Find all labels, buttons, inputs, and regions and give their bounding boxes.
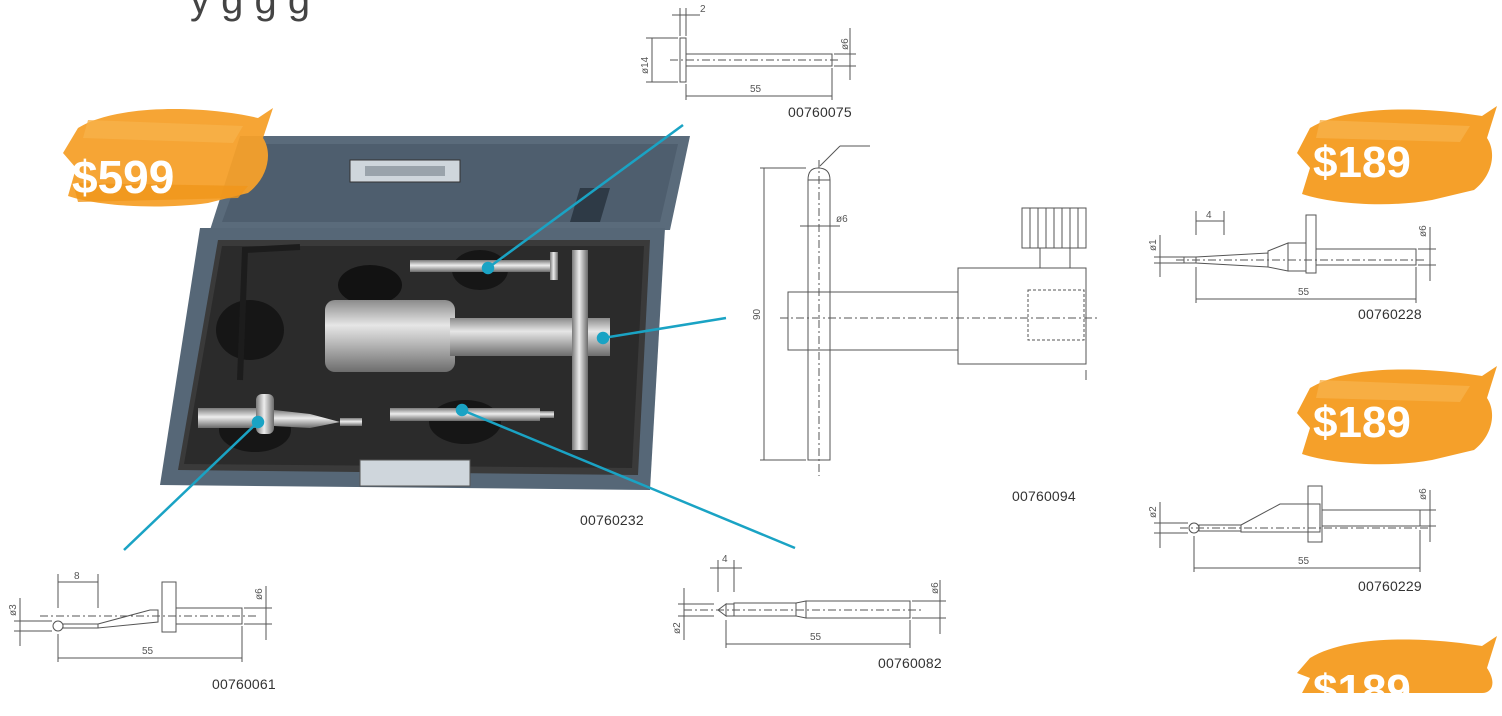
page-title-fragment: y g g g bbox=[190, 0, 311, 22]
part-number: 00760229 bbox=[1358, 578, 1422, 594]
leader-lines bbox=[123, 123, 796, 551]
drawing-00760228: 4 ø1 ø6 55 bbox=[1148, 210, 1436, 303]
dim-d3: ø3 bbox=[8, 604, 19, 616]
price-label: $189 bbox=[1313, 398, 1411, 447]
drawing-00760075: 2 ø14 ø6 55 bbox=[640, 4, 856, 100]
drawing-00760061: 8 ø3 ø6 55 bbox=[8, 571, 272, 662]
drawing-00760229: ø2 ø6 55 bbox=[1148, 485, 1436, 572]
dim-d6: ø6 bbox=[1418, 225, 1429, 237]
dim-4: 4 bbox=[1206, 210, 1212, 221]
dim-d2: ø2 bbox=[1148, 506, 1159, 518]
price-label: $189 bbox=[1313, 666, 1411, 715]
dim-55: 55 bbox=[1298, 556, 1310, 567]
dim-90: 90 bbox=[752, 308, 763, 320]
drawing-00760082: 4 ø2 ø6 55 bbox=[672, 554, 946, 648]
kit-price-label: $599 bbox=[72, 151, 175, 203]
part-number: 00760082 bbox=[878, 655, 942, 671]
dim-55: 55 bbox=[142, 646, 154, 657]
drawing-00760094: ø6 90 bbox=[752, 145, 1098, 476]
part-number: 00760228 bbox=[1358, 306, 1422, 322]
price-badge-brush bbox=[1297, 636, 1497, 693]
part-number: 00760094 bbox=[1012, 488, 1076, 504]
dim-55: 55 bbox=[750, 84, 762, 95]
price-badge-brush bbox=[63, 108, 273, 207]
dim-d6: ø6 bbox=[840, 38, 851, 50]
dim-4: 4 bbox=[722, 554, 728, 565]
price-badge-brush bbox=[1297, 366, 1497, 465]
dim-d1: ø1 bbox=[1148, 239, 1159, 251]
price-badge-brush bbox=[1297, 106, 1497, 205]
dim-2: 2 bbox=[700, 4, 706, 15]
dim-d6: ø6 bbox=[836, 214, 848, 225]
dim-d6: ø6 bbox=[254, 588, 265, 600]
part-number: 00760232 bbox=[580, 512, 644, 528]
part-number: 00760075 bbox=[788, 104, 852, 120]
dim-55: 55 bbox=[810, 632, 822, 643]
dim-55: 55 bbox=[1298, 287, 1310, 298]
dim-d6: ø6 bbox=[930, 582, 941, 594]
dim-d6: ø6 bbox=[1418, 488, 1429, 500]
kit-case-photo bbox=[160, 136, 690, 490]
part-number: 00760061 bbox=[212, 676, 276, 692]
dim-d14: ø14 bbox=[640, 56, 651, 74]
price-label: $189 bbox=[1313, 138, 1411, 187]
dim-8: 8 bbox=[74, 571, 80, 582]
dim-d2: ø2 bbox=[672, 622, 683, 634]
